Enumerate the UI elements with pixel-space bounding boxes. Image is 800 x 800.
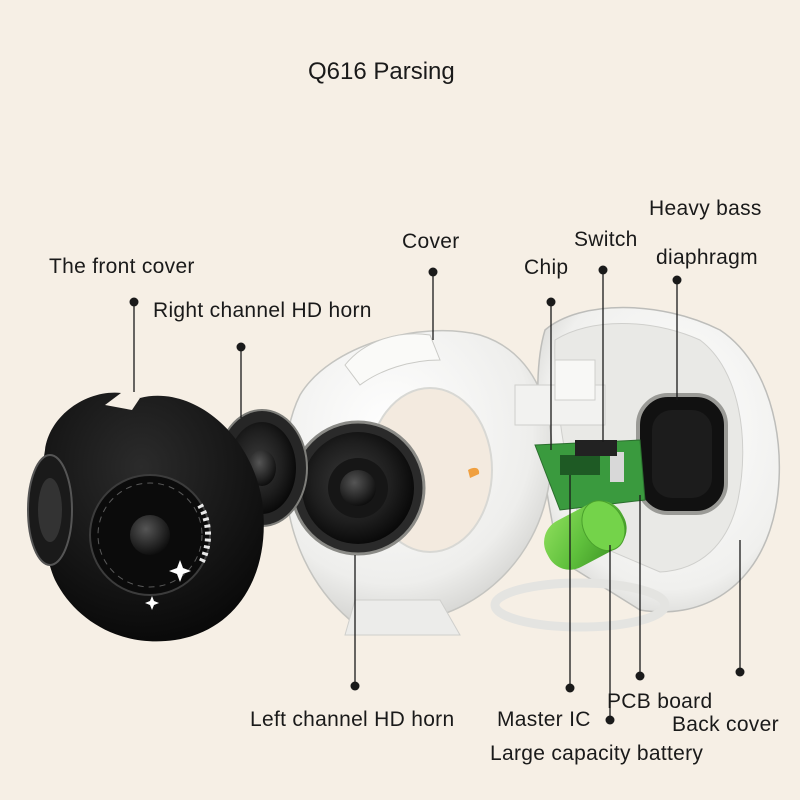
label-cover: Cover xyxy=(402,230,460,253)
diagram-title: Q616 Parsing xyxy=(308,58,455,85)
label-left-channel-horn: Left channel HD horn xyxy=(250,708,455,731)
internals xyxy=(514,359,646,570)
label-heavy-bass: Heavy bass xyxy=(649,197,762,220)
left-horn-part xyxy=(290,420,426,556)
label-switch: Switch xyxy=(574,228,638,251)
label-battery: Large capacity battery xyxy=(490,742,704,765)
label-right-channel-horn: Right channel HD horn xyxy=(153,299,372,322)
label-pcb-board: PCB board xyxy=(607,690,713,713)
label-diaphragm: diaphragm xyxy=(656,246,758,269)
label-back-cover: Back cover xyxy=(672,713,779,736)
front-cover-part xyxy=(27,390,264,642)
label-chip: Chip xyxy=(524,256,569,279)
leader-lines xyxy=(129,265,745,725)
label-front-cover: The front cover xyxy=(49,255,195,278)
label-master-ic: Master IC xyxy=(497,708,591,731)
